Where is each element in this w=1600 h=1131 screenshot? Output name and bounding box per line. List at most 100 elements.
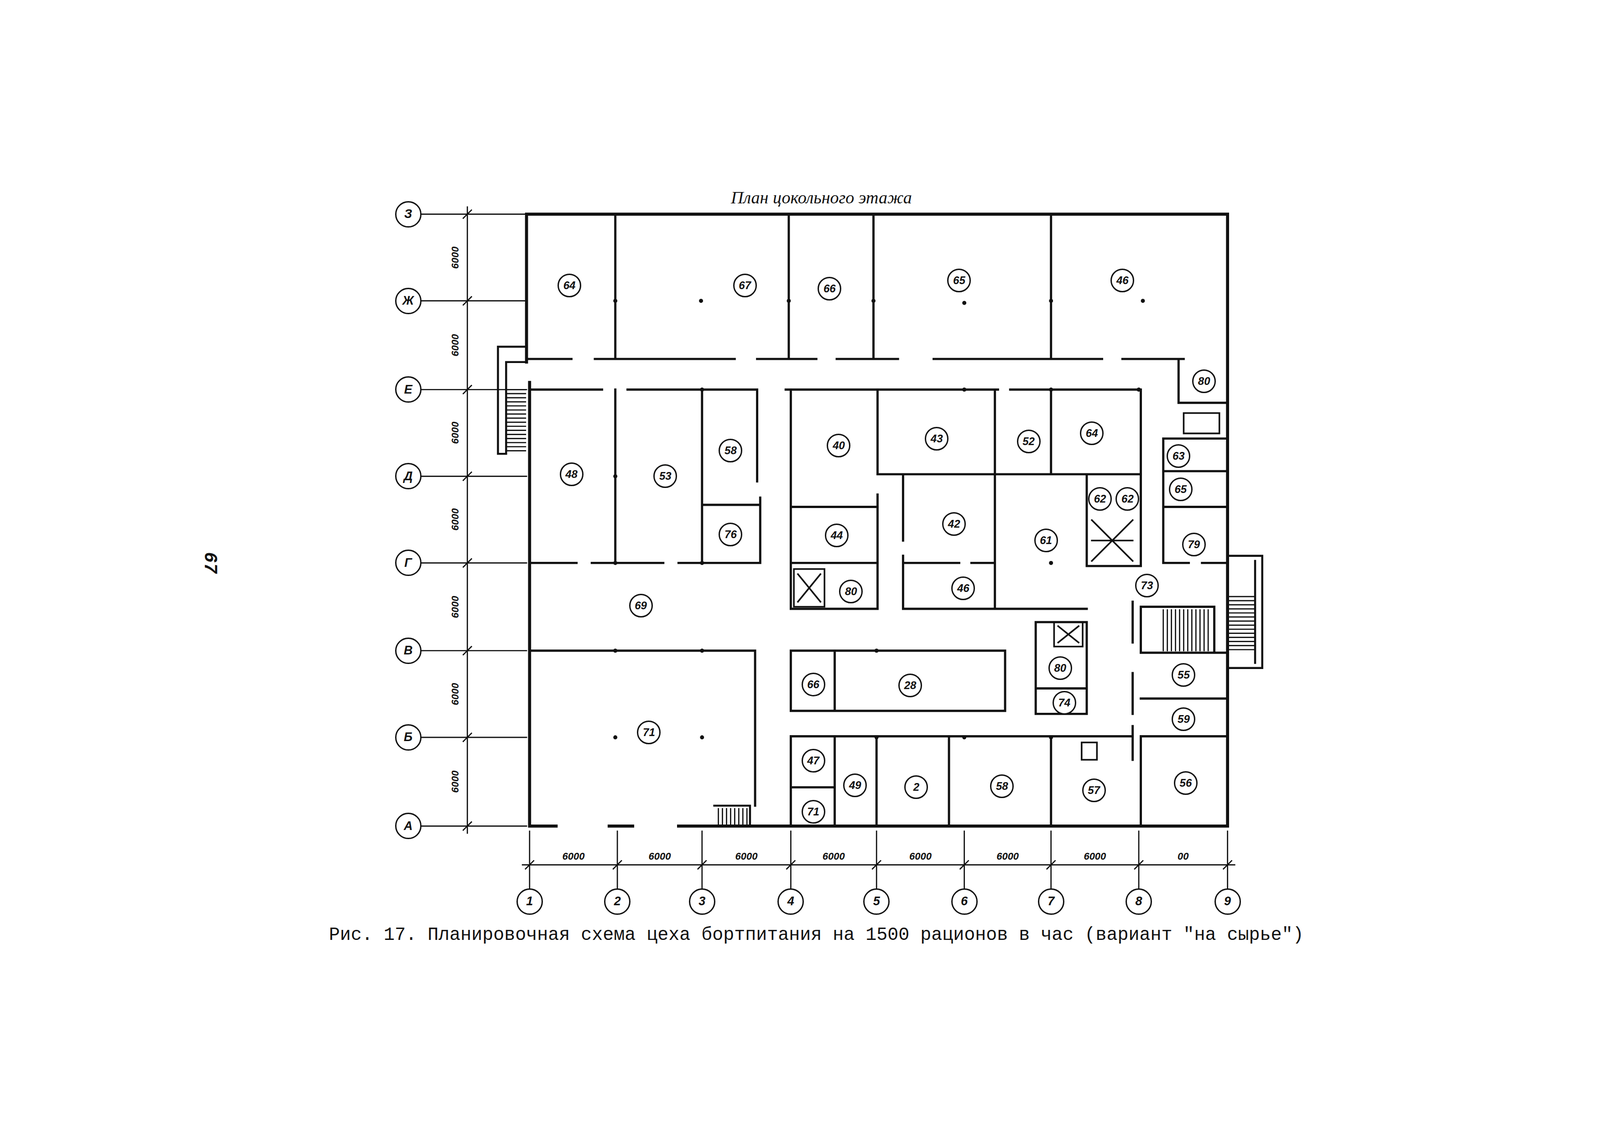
room-number: 52: [1016, 429, 1041, 454]
axis-letter: З: [404, 208, 412, 221]
axis-letter: Г: [404, 557, 412, 570]
callout-number: 55: [1177, 669, 1190, 681]
dimension-value: 6000: [647, 851, 672, 863]
axis-bubble: 5: [863, 888, 890, 916]
axis-bubble: 2: [604, 888, 631, 916]
room-number: 49: [843, 773, 867, 798]
dimension-value: 6000: [449, 333, 461, 358]
callout-number: 44: [830, 530, 844, 542]
axis-letter: 3: [698, 895, 706, 908]
stair-steps: [507, 389, 1255, 826]
room-number: 76: [718, 522, 743, 547]
callout-number: 76: [724, 529, 737, 541]
room-number: 65: [947, 268, 971, 293]
room-number: 66: [817, 276, 842, 301]
axis-bubble: Д: [395, 463, 422, 490]
axis-letter: 5: [873, 895, 881, 908]
axis-letter: 6: [960, 895, 968, 908]
dimension-value: 00: [1176, 851, 1190, 863]
callout-number: 73: [1141, 580, 1154, 592]
callout-number: 69: [634, 600, 647, 612]
callout-number: 58: [724, 445, 737, 457]
room-number: 65: [1168, 477, 1193, 502]
room-number: 64: [557, 273, 582, 298]
room-number: 69: [629, 594, 653, 618]
callout-number: 71: [807, 806, 820, 818]
axis-bubble: 1: [516, 888, 543, 916]
axis-bubble: В: [395, 637, 422, 665]
stair: [497, 346, 1262, 827]
room-number: 66: [801, 672, 826, 697]
axis-letter: Е: [404, 383, 413, 397]
axis-bubble: 3: [688, 888, 716, 916]
room-number: 80: [1192, 369, 1216, 394]
callout-number: 62: [1121, 493, 1134, 505]
room-number: 71: [801, 800, 826, 824]
axis-letter: 7: [1047, 895, 1055, 908]
axis-bubble: 8: [1125, 888, 1152, 916]
dimension-value: 6000: [561, 851, 586, 863]
room-number: 62: [1115, 487, 1140, 511]
axis-letter: 2: [614, 895, 621, 908]
callout-number: 43: [930, 433, 944, 445]
room-number: 67: [733, 273, 757, 298]
axis-bubble: Б: [395, 724, 422, 751]
callout-number: 40: [832, 440, 845, 452]
room-number: 48: [559, 462, 584, 487]
dimension-value: 6000: [821, 851, 846, 863]
callout-number: 65: [1174, 484, 1187, 496]
axis-bubble: 6: [951, 888, 978, 916]
callout-number: 47: [807, 755, 820, 767]
callout-number: 53: [659, 470, 672, 482]
room-number: 74: [1052, 691, 1077, 715]
callout-number: 64: [563, 280, 576, 292]
axis-bubble: 7: [1037, 888, 1065, 916]
callout-number: 57: [1087, 785, 1100, 797]
axis-bubble: А: [395, 813, 422, 840]
callout-number: 65: [953, 275, 966, 287]
figure-caption: Рис. 17. Планировочная схема цеха бортпи…: [328, 925, 1304, 946]
callout-number: 59: [1177, 714, 1190, 725]
room-number: 80: [839, 579, 863, 604]
axis-bubble: Е: [395, 376, 422, 403]
room-number: 79: [1182, 532, 1206, 557]
dimension-value: 6000: [449, 770, 461, 795]
room-number: 62: [1088, 487, 1112, 511]
axis-letter: Ж: [402, 294, 414, 308]
callout-number: 71: [642, 727, 656, 739]
callout-number: 46: [1116, 275, 1129, 287]
plan-title: План цокольного этажа: [730, 188, 913, 208]
axis-letter: В: [403, 644, 413, 657]
axis-letter: 1: [526, 895, 533, 908]
callout-number: 80: [1053, 662, 1067, 674]
axis-bubble: Г: [395, 549, 422, 577]
room-number: 58: [718, 438, 743, 463]
room-number: 40: [826, 433, 851, 458]
room-number: 63: [1166, 444, 1191, 469]
dimension-value: 6000: [908, 851, 933, 863]
callout-number: 66: [807, 679, 820, 691]
room-number: 57: [1082, 778, 1106, 803]
column-dots: [613, 298, 1145, 740]
elevator-symbol: [793, 413, 1220, 761]
axis-letter: 8: [1135, 895, 1143, 908]
callout-number: 49: [849, 780, 862, 792]
axis-bubble: 4: [777, 888, 804, 916]
outer-wall: [526, 214, 1228, 827]
callout-number: 66: [823, 283, 836, 295]
dimension-value: 6000: [449, 594, 461, 620]
room-number: 53: [653, 464, 678, 489]
partition-wall: [526, 214, 1228, 827]
callout-number: 80: [1198, 375, 1211, 387]
axis-letter: 9: [1224, 895, 1231, 908]
axis-letter: Д: [403, 470, 413, 483]
callout-number: 28: [904, 680, 917, 692]
callout-number: 46: [957, 583, 970, 595]
callout-number: 56: [1179, 777, 1193, 789]
axis-bubble: З: [395, 201, 422, 228]
callout-number: 74: [1057, 697, 1071, 709]
callout-number: 48: [565, 469, 578, 480]
callout-number: 63: [1172, 450, 1185, 462]
dimension-value: 6000: [449, 682, 461, 707]
room-number: 42: [942, 512, 966, 537]
